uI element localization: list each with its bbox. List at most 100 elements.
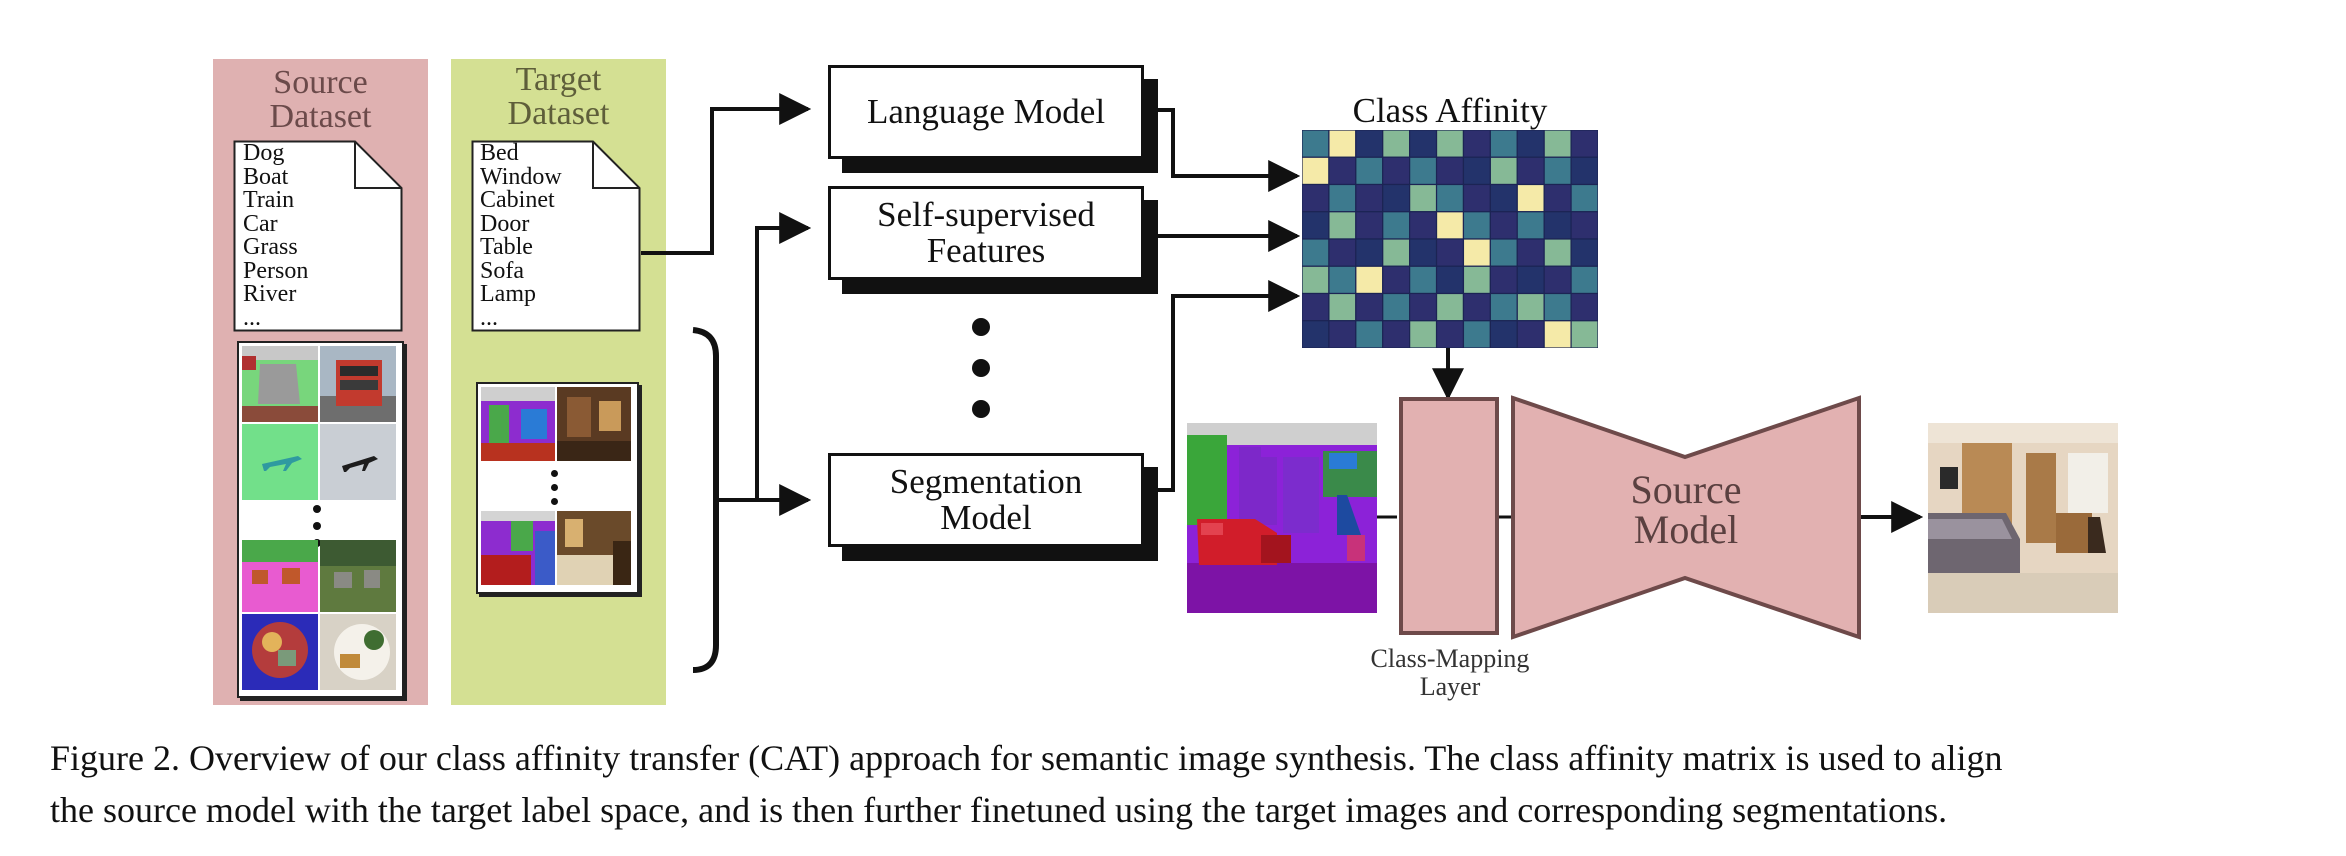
affinity-cell [1543,265,1572,295]
affinity-cell [1489,265,1518,295]
affinity-cell [1489,238,1518,267]
source-bus-photo-thumbnail [320,346,396,422]
segmentation-model-box: Segmentation Model [828,453,1144,547]
affinity-cell [1355,292,1384,322]
affinity-cell [1516,265,1545,295]
class-affinity-title: Class Affinity [1290,92,1610,130]
self-supervised-label-line1: Self-supervised [877,195,1095,234]
source-class-item: Boat [243,163,289,190]
affinity-cell [1543,238,1572,267]
source-animal-photo-thumbnail [320,540,396,612]
caption-line-1: Figure 2. Overview of our class affinity… [50,738,2003,778]
affinity-cell [1462,183,1491,213]
flow-connectors [641,93,1924,673]
source-class-item: Grass [243,234,298,260]
affinity-cell [1328,211,1357,240]
affinity-cell [1543,130,1572,158]
affinity-cell [1382,292,1411,322]
source-bus-segmentation-thumbnail [242,346,318,422]
affinity-cell [1382,238,1411,267]
affinity-cell [1570,238,1598,267]
affinity-cell [1570,183,1598,213]
target-class-item: Door [480,210,530,237]
mapping-label-line1: Class-Mapping [1370,644,1530,673]
affinity-cell [1489,211,1518,240]
affinity-cell [1543,320,1572,348]
affinity-cell [1382,130,1411,158]
affinity-cell [1516,183,1545,213]
affinity-cell [1489,183,1518,213]
affinity-cell [1302,183,1330,213]
affinity-cell [1570,320,1598,348]
affinity-cell [1302,320,1330,348]
affinity-cell [1355,211,1384,240]
affinity-cell [1409,183,1438,213]
language-model-box: Language Model [828,65,1144,159]
output-synthesized-image [1928,423,2118,613]
affinity-cell [1382,156,1411,186]
affinity-cell [1462,211,1491,240]
segmentation-label-line2: Model [940,498,1032,537]
self-supervised-label-line2: Features [926,231,1046,270]
source-class-item: ... [243,304,261,331]
target-class-item: Lamp [480,281,536,307]
affinity-cell [1302,292,1330,322]
source-class-item: Train [243,187,295,213]
models-ellipsis [972,318,992,418]
target-dataset-title: Target Dataset [451,63,666,131]
source-title-line2: Dataset [269,98,372,135]
target-class-list: Bed Window Cabinet Door Table Sofa Lamp … [480,140,562,330]
affinity-cell [1382,320,1411,348]
affinity-cell [1382,211,1411,240]
class-affinity-title-text: Class Affinity [1352,91,1548,130]
affinity-cell [1355,320,1384,348]
mapping-label-line2: Layer [1419,672,1481,701]
affinity-cell [1516,156,1545,186]
source-airplane-segmentation-thumbnail [242,424,318,500]
affinity-cell [1516,292,1545,322]
affinity-cell [1328,292,1357,322]
affinity-cell [1543,211,1572,240]
affinity-cell [1543,292,1572,322]
target-title-line1: Target [515,61,602,98]
affinity-cell [1435,320,1465,348]
source-class-list: Dog Boat Train Car Grass Person River ..… [243,141,309,331]
affinity-cell [1409,130,1438,158]
source-title-line1: Source [273,64,368,101]
affinity-cell [1409,292,1438,322]
affinity-cell [1570,156,1598,186]
source-model-label-line1: Source [1630,467,1742,512]
affinity-cell [1355,265,1384,295]
affinity-cell [1570,211,1598,240]
target-class-item: Bed [480,140,519,166]
source-class-item: Person [243,257,309,284]
target-stack-ellipsis [551,470,561,505]
affinity-cell [1435,292,1465,322]
affinity-cell [1328,183,1357,213]
target-title-line2: Dataset [507,95,610,132]
affinity-cell [1328,320,1357,348]
affinity-cell [1516,238,1545,267]
source-food-segmentation-thumbnail [242,614,318,690]
source-class-document [233,140,403,332]
target-room-photo-thumbnail-1 [557,387,631,461]
language-model-label: Language Model [866,92,1106,131]
affinity-cell [1409,238,1438,267]
class-mapping-layer [1399,397,1499,635]
target-class-document [471,140,641,332]
affinity-cell [1489,292,1518,322]
class-mapping-layer-label: Class-Mapping Layer [1330,645,1570,701]
affinity-cell [1462,130,1491,158]
affinity-cell [1516,130,1545,158]
affinity-cell [1462,265,1491,295]
class-affinity-matrix [1302,130,1598,348]
affinity-cell [1382,183,1411,213]
figure-caption: Figure 2. Overview of our class affinity… [50,732,2300,836]
affinity-cell [1462,156,1491,186]
affinity-cell [1489,130,1518,158]
affinity-cell [1382,265,1411,295]
affinity-cell [1570,265,1598,295]
target-class-item: Cabinet [480,187,555,213]
affinity-cell [1409,320,1438,348]
affinity-cell [1435,183,1465,213]
